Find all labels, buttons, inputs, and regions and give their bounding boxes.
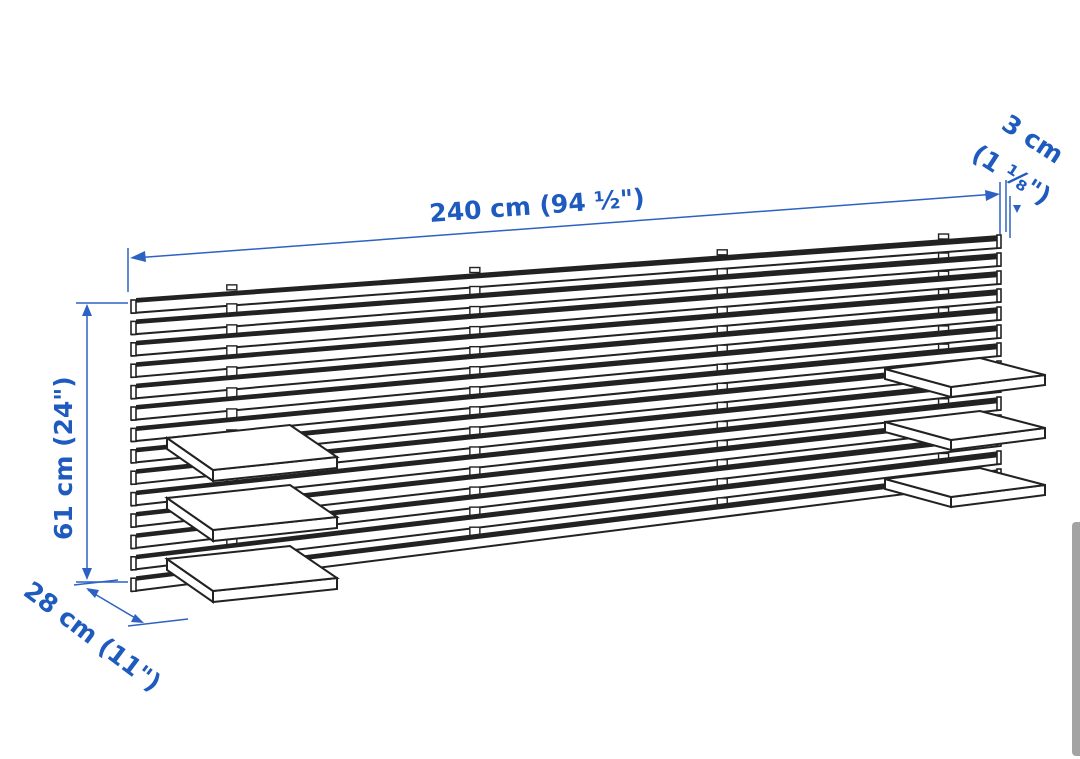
- height-dimension: 61 cm (24"): [49, 302, 128, 583]
- shelf-top: [884, 356, 1046, 389]
- shelf-top: [884, 409, 1046, 442]
- shelf-top: [164, 423, 340, 472]
- slat-end: [996, 396, 1002, 411]
- shelves: [164, 356, 1046, 604]
- post-top: [716, 249, 728, 256]
- slat-end: [996, 252, 1002, 267]
- slat-end: [130, 299, 137, 314]
- slat-top: [136, 235, 1000, 302]
- slat-end: [996, 450, 1002, 465]
- shelf-top: [884, 466, 1046, 499]
- shelf-top: [164, 544, 340, 593]
- slat-end: [996, 306, 1002, 321]
- slat-end: [130, 534, 137, 550]
- slat-end: [130, 513, 137, 528]
- width-label: 240 cm (94 ½"): [428, 183, 645, 228]
- scrollbar[interactable]: [1072, 522, 1080, 756]
- slat-end: [130, 555, 137, 571]
- slat-top: [136, 253, 1000, 324]
- height-label: 61 cm (24"): [49, 376, 78, 540]
- slat-end: [130, 427, 137, 443]
- slat-end: [996, 342, 1002, 357]
- slat-end: [996, 288, 1002, 303]
- slat-end: [996, 234, 1002, 249]
- slat-thickness-dimension: 3 cm (1 ⅛"): [967, 109, 1069, 238]
- slat-end: [130, 320, 137, 336]
- slat-end: [130, 384, 137, 400]
- post-top: [226, 284, 238, 291]
- shelf-top: [164, 483, 340, 532]
- slat-end: [130, 341, 137, 357]
- slat-end: [130, 363, 137, 379]
- post-top: [937, 233, 950, 240]
- headboard-slats: [130, 233, 1002, 593]
- slat-end: [996, 324, 1002, 339]
- slat-end: [130, 577, 137, 593]
- slat-top: [136, 271, 1000, 345]
- post-top: [469, 266, 481, 274]
- slat-end: [130, 406, 137, 421]
- depth-dimension: 28 cm (11"): [18, 576, 189, 697]
- slat-end: [130, 470, 137, 486]
- slat-end: [996, 270, 1002, 285]
- slat-end: [130, 448, 137, 464]
- slat-end: [130, 491, 137, 507]
